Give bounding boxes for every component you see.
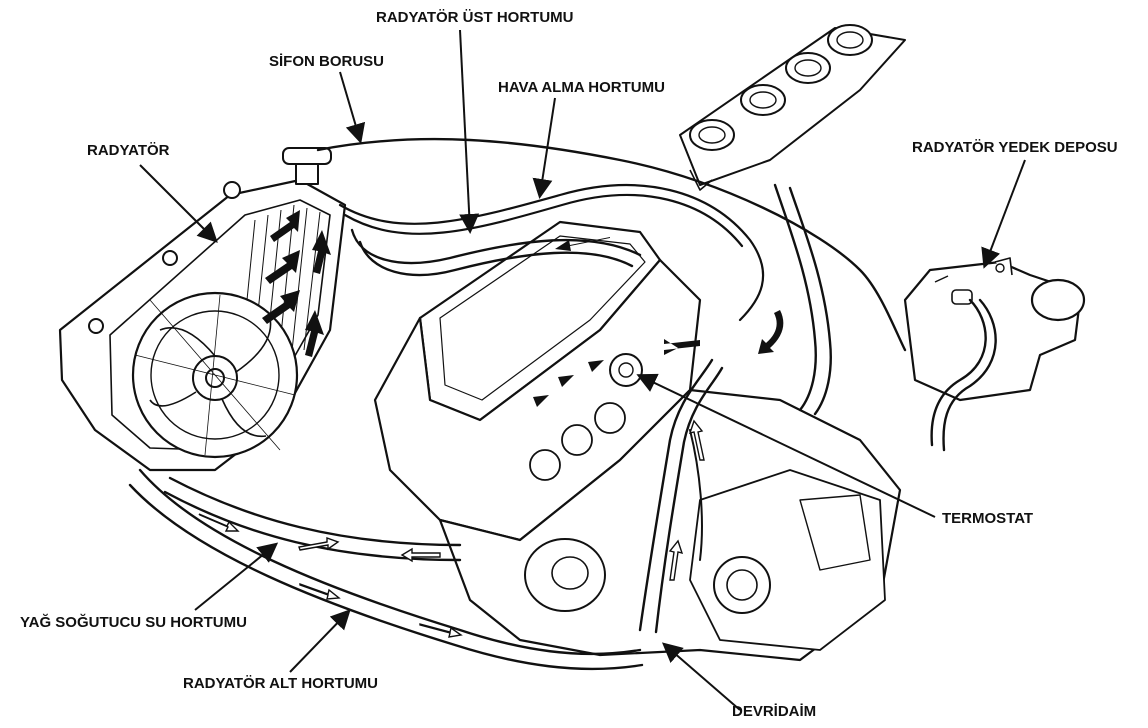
label-air-vent-hose: HAVA ALMA HORTUMU [498,79,665,96]
hoses [128,137,997,671]
label-radiator-lower-hose: RADYATÖR ALT HORTUMU [183,675,378,692]
labels: RADYATÖR ÜST HORTUMU SİFON BORUSU HAVA A… [20,9,1118,720]
leader-lines [139,29,1026,711]
radiator-fan [131,291,299,459]
label-radiator: RADYATÖR [87,142,170,159]
reserve-tank [903,257,1086,402]
label-reserve-tank: RADYATÖR YEDEK DEPOSU [912,139,1118,156]
throttle-bodies [679,24,906,191]
thermostat-housing [609,353,643,387]
label-oil-cooler-hose: YAĞ SOĞUTUCU SU HORTUMU [20,613,247,631]
label-thermostat: TERMOSTAT [942,510,1033,527]
label-water-pump: DEVRİDAİM [732,703,816,720]
radiator-flow-arrows [262,210,331,357]
label-siphon-pipe: SİFON BORUSU [269,53,384,70]
label-radiator-upper-hose: RADYATÖR ÜST HORTUMU [376,9,574,26]
hose-flow-arrows [198,419,705,638]
